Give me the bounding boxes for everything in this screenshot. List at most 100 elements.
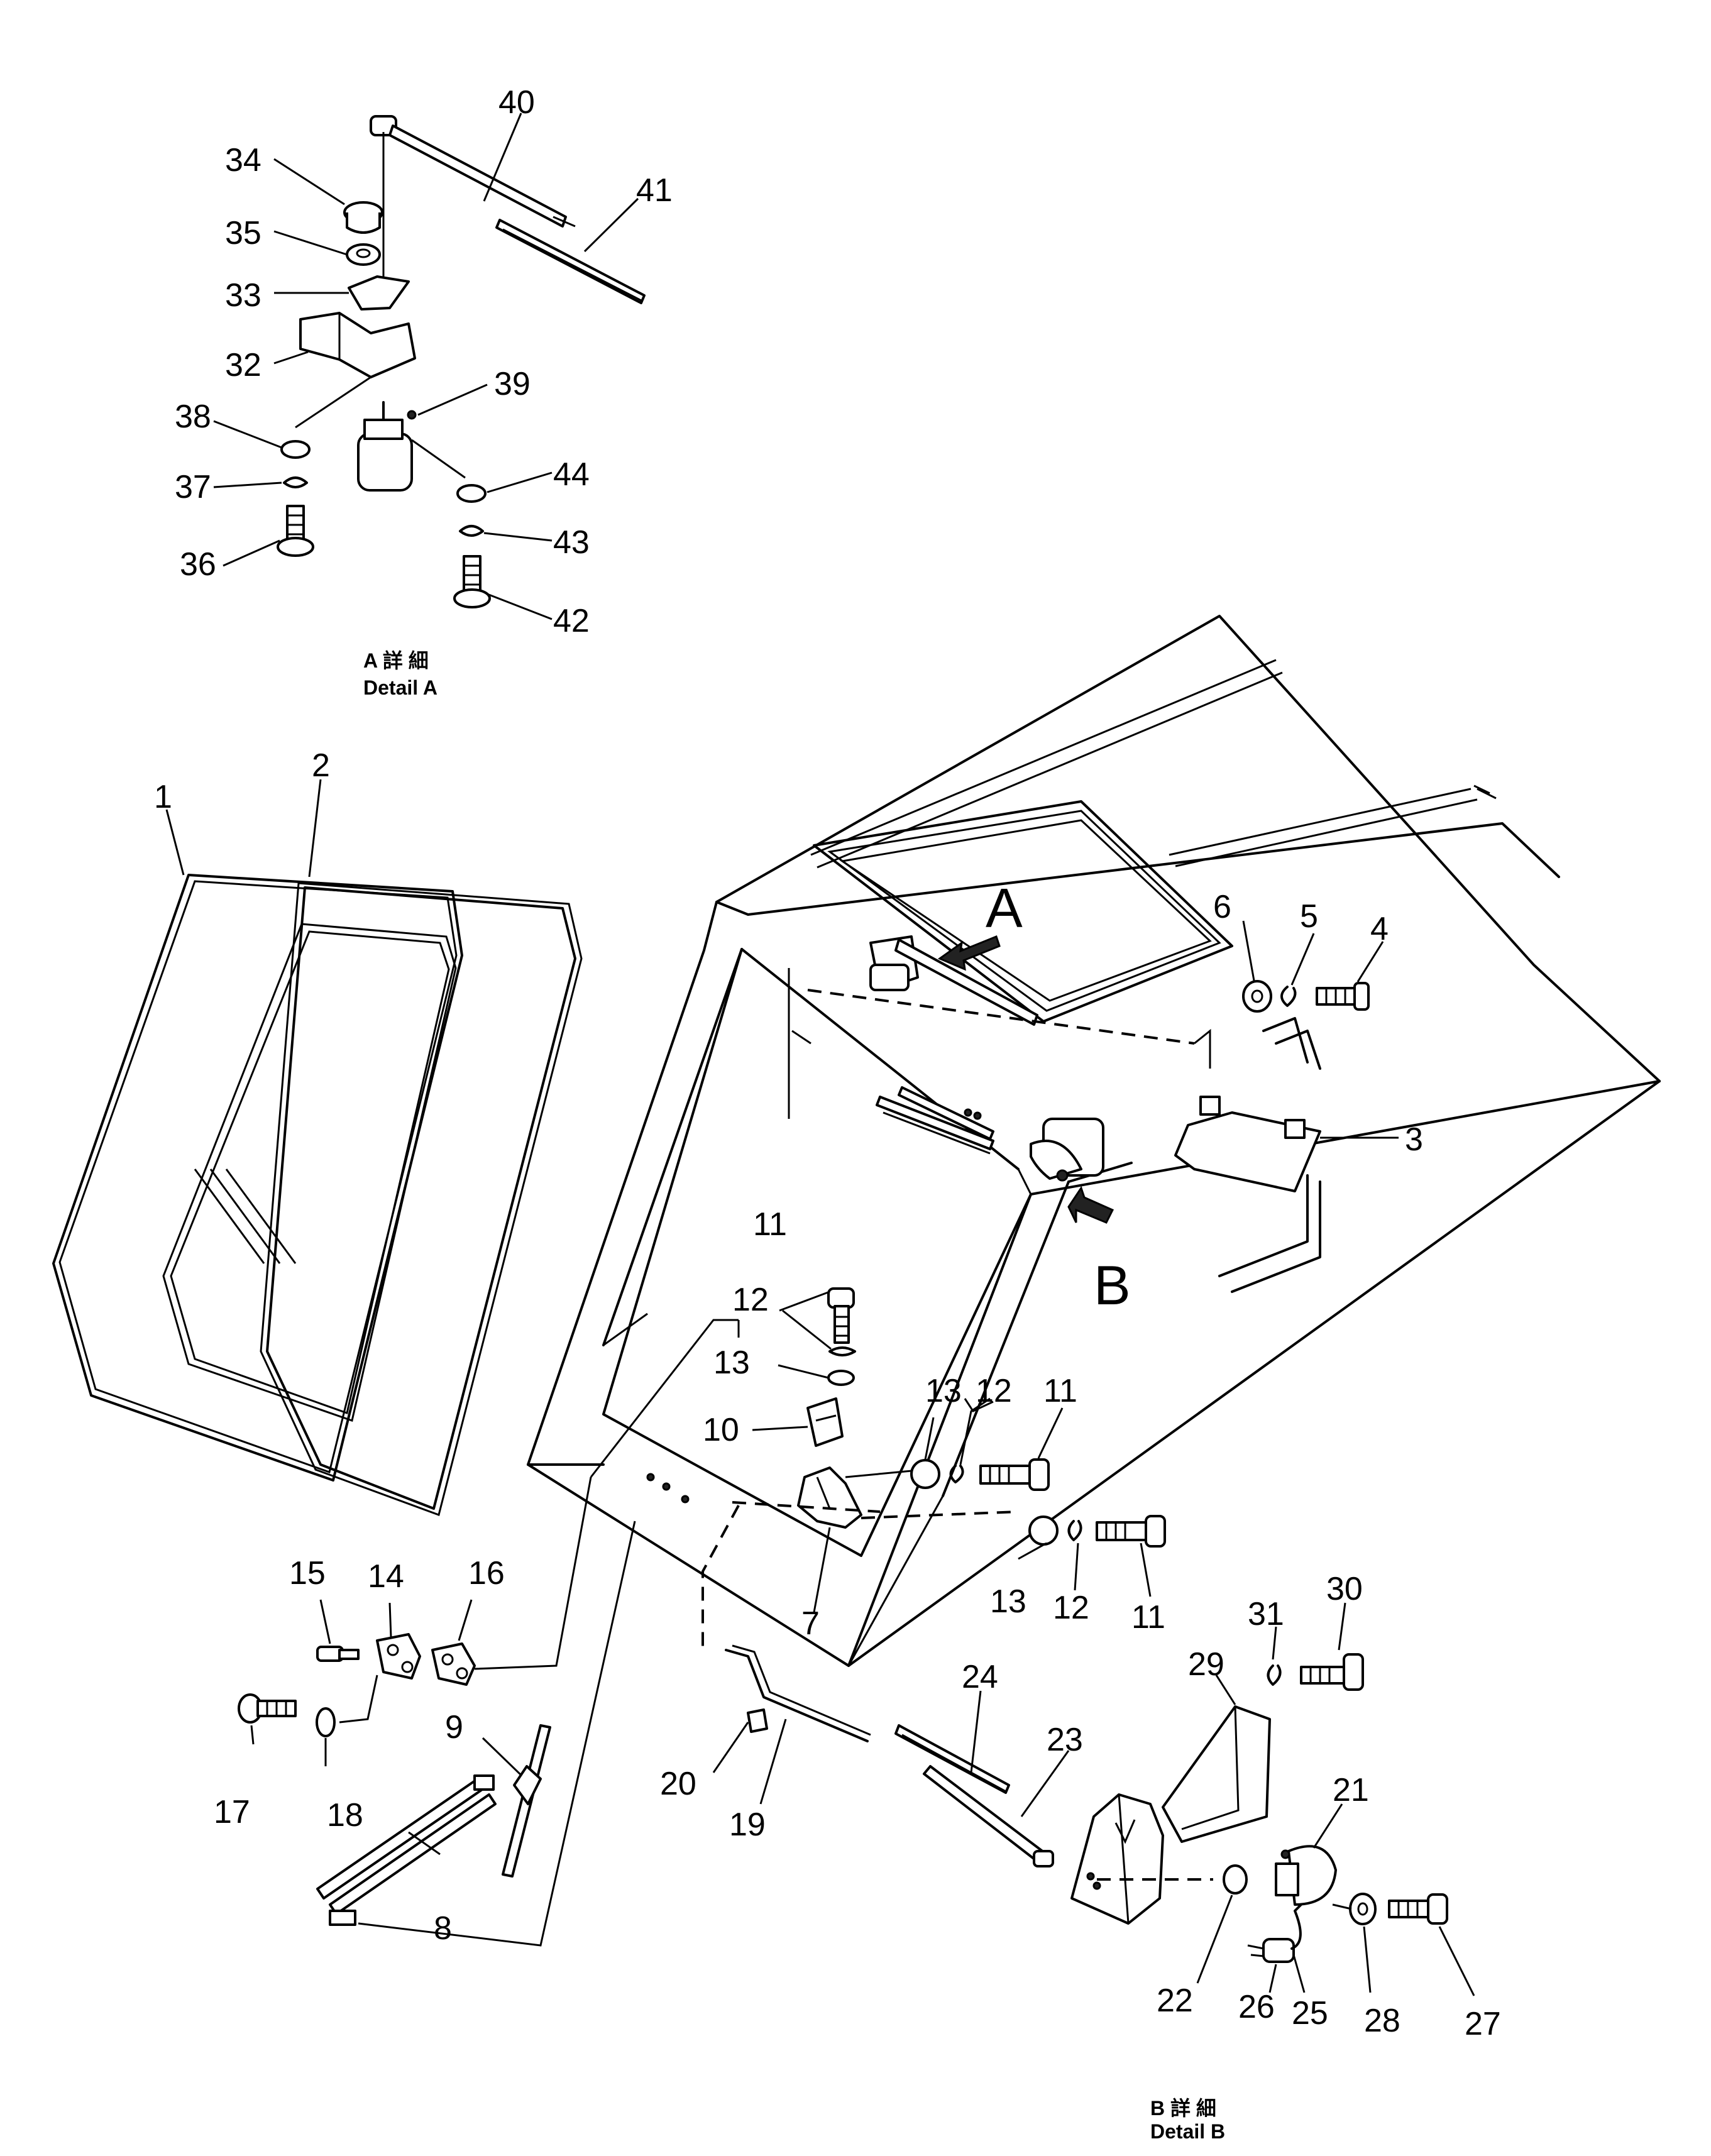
bolt-part-30 — [1300, 1653, 1364, 1691]
label-26: 26 — [1238, 1989, 1275, 2025]
label-17: 17 — [214, 1794, 250, 1830]
nut-part-35 — [346, 243, 381, 266]
label-13-mid: 13 — [925, 1373, 962, 1409]
detail-a-group — [213, 113, 646, 620]
bolt-part-4 — [1316, 982, 1370, 1011]
label-34: 34 — [225, 142, 261, 179]
label-22: 22 — [1157, 1983, 1193, 2019]
label-23: 23 — [1047, 1722, 1083, 1758]
view-label-a: A — [986, 877, 1023, 939]
plate-part-33 — [348, 275, 410, 311]
label-29: 29 — [1188, 1646, 1224, 1683]
wiper-motor-detail-a — [357, 401, 417, 492]
label-7: 7 — [801, 1605, 820, 1642]
label-35: 35 — [225, 215, 261, 251]
wiper-motor-part-21 — [1275, 1845, 1337, 1906]
window-seal-part-2 — [162, 882, 583, 1516]
latch-part-7 — [797, 1466, 862, 1529]
washer-part-18 — [316, 1707, 336, 1737]
label-4: 4 — [1370, 911, 1389, 947]
rod-part-19 — [725, 1644, 871, 1742]
label-13-low: 13 — [990, 1583, 1026, 1620]
plate-part-16 — [431, 1642, 476, 1686]
bolt-part-42 — [453, 555, 491, 608]
detail-a-caption-en: Detail A — [363, 676, 437, 699]
screw-part-17 — [238, 1693, 297, 1724]
label-11-upper: 11 — [753, 1206, 787, 1243]
label-40: 40 — [498, 84, 535, 121]
label-33: 33 — [225, 277, 261, 314]
label-13-upper: 13 — [713, 1345, 750, 1381]
wiper-arm-part-40 — [370, 115, 576, 228]
harness-part-25 — [1290, 1903, 1302, 1950]
bolt-part-11-upper — [827, 1287, 855, 1344]
lock-washer-part-43 — [459, 525, 484, 537]
striker-part-10 — [806, 1397, 844, 1447]
lock-washer-part-5 — [1280, 986, 1297, 1007]
detail-b-caption-en: Detail B — [1150, 2120, 1225, 2143]
label-44: 44 — [553, 456, 590, 493]
washer-part-6 — [1242, 980, 1272, 1013]
detail-b-caption-jp: B 詳 細 — [1150, 2097, 1216, 2120]
detail-a-caption-jp: A 詳 細 — [363, 649, 429, 672]
label-42: 42 — [553, 603, 590, 639]
label-3: 3 — [1405, 1121, 1423, 1158]
window-glass-part-1 — [52, 874, 463, 1482]
label-12-low: 12 — [1053, 1590, 1089, 1626]
label-9: 9 — [445, 1709, 463, 1746]
bolt-part-27 — [1388, 1893, 1448, 1925]
label-36: 36 — [180, 546, 216, 583]
label-11-low: 11 — [1131, 1599, 1165, 1636]
label-5: 5 — [1300, 898, 1318, 935]
bracket-part-32 — [299, 312, 416, 378]
bracket-part-3 — [1174, 1096, 1321, 1192]
view-arrow-a — [937, 935, 1001, 971]
washer-part-44 — [456, 484, 487, 503]
cap-part-34 — [343, 201, 383, 234]
lock-washer-part-12-upper — [828, 1346, 856, 1356]
spacer-part-22 — [1223, 1864, 1248, 1895]
label-15: 15 — [289, 1555, 326, 1592]
clip-part-20 — [747, 1708, 768, 1733]
view-label-b: B — [1094, 1254, 1131, 1316]
label-20: 20 — [660, 1766, 696, 1802]
bolt-part-11-low — [1096, 1515, 1166, 1548]
label-16: 16 — [468, 1555, 505, 1592]
washer-part-28 — [1349, 1893, 1377, 1925]
label-6: 6 — [1213, 889, 1231, 925]
wiper-arm-part-8 — [316, 1774, 497, 1926]
view-arrow-b — [1067, 1185, 1114, 1224]
washer-part-13-low — [1028, 1515, 1059, 1546]
label-10: 10 — [703, 1412, 739, 1448]
bolt-part-11-mid — [979, 1458, 1050, 1491]
label-38: 38 — [175, 399, 211, 435]
label-1: 1 — [154, 779, 172, 815]
lock-washer-part-12-mid — [949, 1465, 964, 1483]
label-32: 32 — [225, 347, 261, 383]
bracket-part-29 — [1162, 1705, 1271, 1843]
label-21: 21 — [1333, 1772, 1369, 1808]
label-41: 41 — [636, 172, 673, 209]
label-18: 18 — [327, 1797, 363, 1834]
label-39: 39 — [494, 366, 531, 402]
label-37: 37 — [175, 469, 211, 505]
label-14: 14 — [368, 1558, 404, 1595]
label-25: 25 — [1292, 1995, 1328, 2032]
connector-part-26 — [1247, 1938, 1295, 1963]
label-30: 30 — [1326, 1571, 1363, 1607]
lock-washer-part-31 — [1267, 1664, 1282, 1686]
lock-washer-part-37 — [283, 476, 308, 488]
label-24: 24 — [962, 1659, 998, 1695]
wiper-blade-part-41 — [495, 219, 646, 304]
plate-part-14 — [376, 1633, 421, 1680]
cab-body — [527, 615, 1661, 1667]
label-19: 19 — [729, 1807, 766, 1843]
label-27: 27 — [1465, 2006, 1501, 2042]
bolt-part-15 — [316, 1646, 360, 1662]
label-8: 8 — [434, 1910, 452, 1947]
bolt-part-36 — [277, 505, 314, 557]
washer-part-38 — [280, 440, 311, 459]
washer-part-13-upper — [827, 1370, 855, 1386]
label-2: 2 — [312, 747, 330, 784]
